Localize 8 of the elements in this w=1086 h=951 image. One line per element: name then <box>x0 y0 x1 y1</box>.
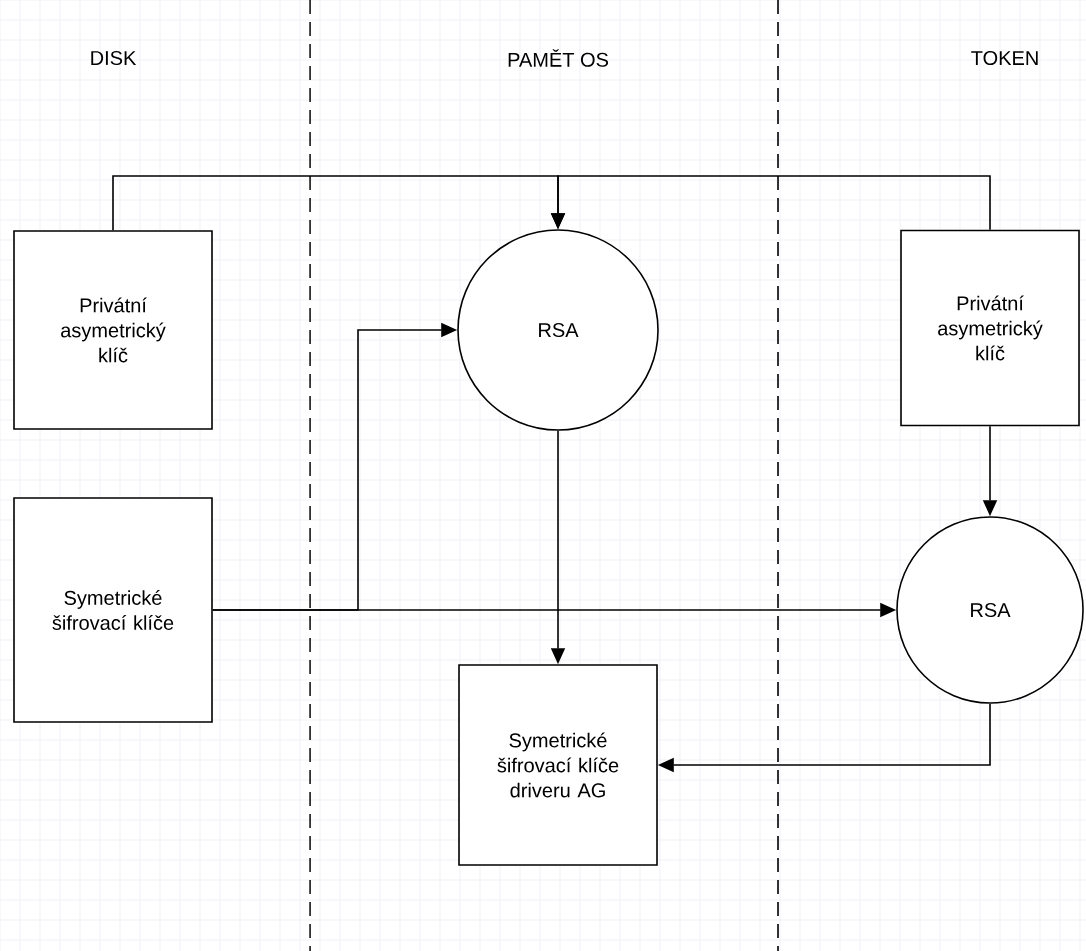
lane-label: TOKEN <box>971 50 1038 66</box>
lane-label: DISK <box>91 50 137 66</box>
store-box: Symetrické šifrovací klíče <box>13 497 213 723</box>
lane-label: PAMĚT OS <box>508 49 608 67</box>
node-label: RSA <box>971 602 1011 618</box>
store-box: Symetrické šifrovací klíče driveru AG <box>458 664 658 866</box>
store-box: Privátní asymetrický klíč <box>900 229 1080 427</box>
store-box: Privátní asymetrický klíč <box>13 230 213 430</box>
